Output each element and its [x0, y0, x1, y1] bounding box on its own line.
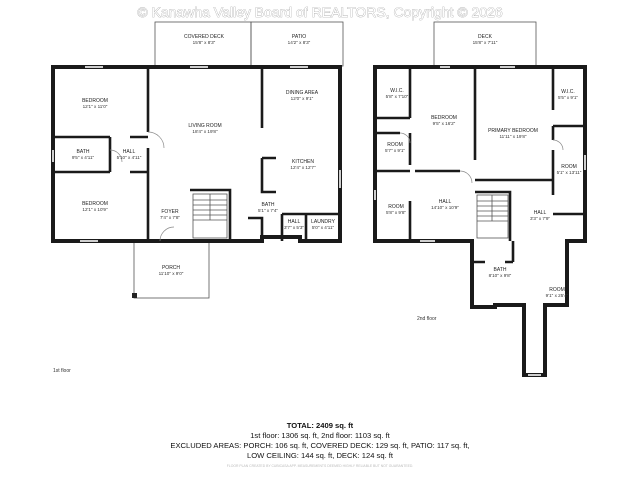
room-dimensions: 15'8" x 7'11" — [473, 40, 498, 45]
room-dimensions: 12'0" x 9'1" — [291, 96, 314, 101]
low-ceiling-areas: LOW CEILING: 144 sq. ft, DECK: 124 sq. f… — [247, 451, 394, 460]
room-name: BEDROOM — [82, 98, 108, 104]
wall-bath-2 — [472, 241, 515, 264]
room-dimensions: 12'1" x 10'9" — [82, 207, 108, 212]
wall-stairs — [190, 188, 232, 241]
room-name: LIVING ROOM — [188, 123, 221, 129]
door-swing — [159, 226, 175, 242]
room-name: HALL — [123, 149, 136, 155]
room-dimensions: 9'5" x 16'2" — [433, 121, 456, 126]
room-dimensions: 8'10" x 9'8" — [489, 273, 512, 278]
room-name: LAUNDRY — [311, 219, 335, 225]
room-dimensions: 12'1" x 11'0" — [83, 104, 108, 109]
room-name: ROOM — [387, 142, 403, 148]
room-dimensions: 7'4" x 7'8" — [160, 215, 180, 220]
room-name: BATH — [494, 267, 507, 273]
room-name: HALL — [534, 210, 547, 216]
porch-post — [132, 293, 137, 298]
room-name: ROOM — [561, 164, 577, 170]
total-area: TOTAL: 2409 sq. ft — [287, 421, 354, 430]
watermark-text: © Kanawha Valley Board of REALTORS, Copy… — [137, 4, 503, 20]
room-dimensions: 14'10" x 10'9" — [431, 205, 459, 210]
excluded-areas: EXCLUDED AREAS: PORCH: 106 sq. ft, COVER… — [170, 441, 469, 450]
disclaimer: FLOOR PLAN CREATED BY CUBICASA APP. MEAS… — [227, 464, 414, 468]
door-swing — [109, 149, 123, 163]
room-dimensions: 3'7" x 5'3" — [284, 225, 304, 230]
room-name: PRIMARY BEDROOM — [488, 128, 538, 134]
room-name: BATH — [77, 149, 90, 155]
room-name: BATH — [262, 202, 275, 208]
door-swing — [459, 170, 473, 184]
room-name: W.I.C. — [390, 88, 404, 94]
floor-label: 1st floor — [53, 368, 71, 374]
wall-kitchen-island — [260, 156, 276, 194]
room-name: COVERED DECK — [184, 34, 225, 40]
room-dimensions: 11'10" x 9'0" — [159, 271, 184, 276]
floor-areas: 1st floor: 1306 sq. ft, 2nd floor: 1103 … — [250, 431, 390, 440]
second-floor-plan: DECK 15'8" x 7'11" W.I.C. 5'8" x 7'10" B… — [373, 21, 587, 377]
room-name: HALL — [288, 219, 301, 225]
room-name: ROOM — [549, 287, 565, 293]
room-name: ROOM — [388, 204, 404, 210]
first-floor-plan: COVERED DECK 15'8" x 8'3" PATIO 14'2" x … — [51, 21, 344, 374]
room-name: DECK — [478, 34, 493, 40]
room-name: W.I.C. — [561, 89, 575, 95]
room-dimensions: 3'3" x 7'9" — [530, 216, 550, 221]
second-floor-stairs — [476, 194, 509, 239]
room-name: PORCH — [162, 265, 180, 271]
room-dimensions: 14'2" x 8'3" — [288, 40, 311, 45]
wall-rooms-west — [375, 131, 410, 173]
room-name: BEDROOM — [431, 115, 457, 121]
first-floor-stairs — [192, 193, 228, 239]
room-dimensions: 12'4" x 12'7" — [290, 165, 316, 170]
door-swing — [147, 131, 165, 149]
room-name: PATIO — [292, 34, 306, 40]
room-dimensions: 5'8" x 9'8" — [386, 210, 406, 215]
door-swing — [552, 139, 564, 151]
wall-wic2-room2 — [551, 67, 585, 195]
wall-stairs-2 — [475, 190, 512, 241]
first-floor-exterior-walls — [51, 65, 342, 243]
area-summary: TOTAL: 2409 sq. ft 1st floor: 1306 sq. f… — [170, 421, 469, 468]
room-name: HALL — [439, 199, 452, 205]
room-dimensions: 18'4" x 19'8" — [192, 129, 218, 134]
wall-primary-bottom — [475, 178, 585, 216]
room-name: BEDROOM — [82, 201, 108, 207]
room-dimensions: 9'1" x 25'4" — [546, 293, 569, 298]
floor-label: 2nd floor — [417, 316, 437, 322]
room-name: FOYER — [161, 209, 179, 215]
room-dimensions: 5'8" x 7'10" — [386, 94, 409, 99]
room-name: DINING AREA — [286, 90, 319, 96]
room-dimensions: 5'1" x 7'4" — [258, 208, 278, 213]
room-dimensions: 5'7" x 9'1" — [385, 148, 405, 153]
room-dimensions: 5'10" x 4'11" — [117, 155, 142, 160]
door-swing — [399, 132, 411, 144]
room-dimensions: 9'5" x 4'11" — [72, 155, 95, 160]
room-dimensions: 5'5" x 9'1" — [558, 95, 578, 100]
room-dimensions: 5'1" x 13'11" — [557, 170, 582, 175]
room-dimensions: 15'8" x 8'3" — [193, 40, 216, 45]
room-dimensions: 5'0" x 4'11" — [312, 225, 335, 230]
wall-service-rooms — [248, 212, 340, 241]
room-name: KITCHEN — [292, 159, 314, 165]
room-dimensions: 11'11" x 19'8" — [499, 134, 526, 139]
